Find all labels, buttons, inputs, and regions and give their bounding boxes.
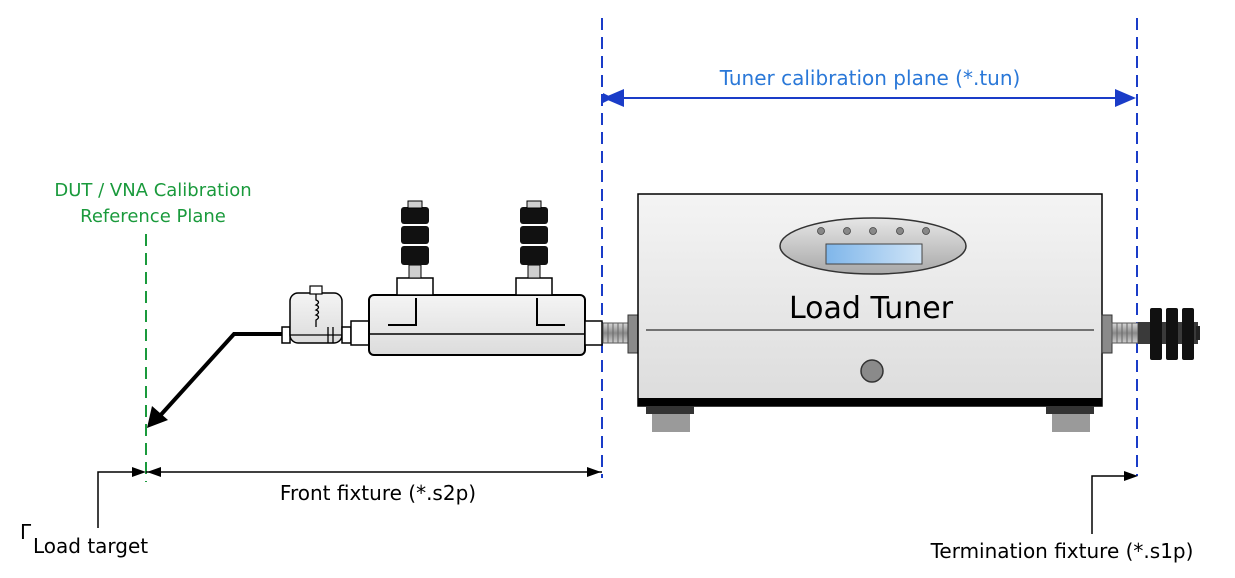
front-fixture-arrow-head-right (587, 467, 601, 477)
load-tuner-icon (637, 193, 1103, 432)
load-tuner-label: Load Tuner (789, 291, 954, 326)
probe-cable (156, 332, 282, 420)
probe-tip-arrow (147, 406, 168, 428)
load-target-label: Load target (33, 534, 148, 558)
gamma-symbol: Γ (20, 520, 32, 544)
load-target-leader (97, 471, 136, 528)
dut-label-line2: Reference Plane (80, 206, 226, 227)
termination-leader (1091, 475, 1128, 534)
tuner-arrow-head-left (603, 89, 624, 107)
front-fixture-label: Front fixture (*.s2p) (280, 481, 476, 505)
dut-label-line1: DUT / VNA Calibration (54, 180, 251, 201)
termination-fixture-label: Termination fixture (*.s1p) (930, 539, 1194, 563)
termination-icon (1101, 308, 1200, 360)
load-target-leader-head (132, 467, 146, 477)
tuner-cal-plane-label: Tuner calibration plane (*.tun) (719, 66, 1021, 90)
front-fixture-icon (350, 200, 603, 356)
front-fixture-arrow-head-left (147, 467, 161, 477)
bias-tee-icon (281, 285, 352, 344)
termination-leader-head (1124, 471, 1138, 481)
tuner-arrow-head-right (1115, 89, 1136, 107)
tuner-input-connector (602, 314, 639, 354)
